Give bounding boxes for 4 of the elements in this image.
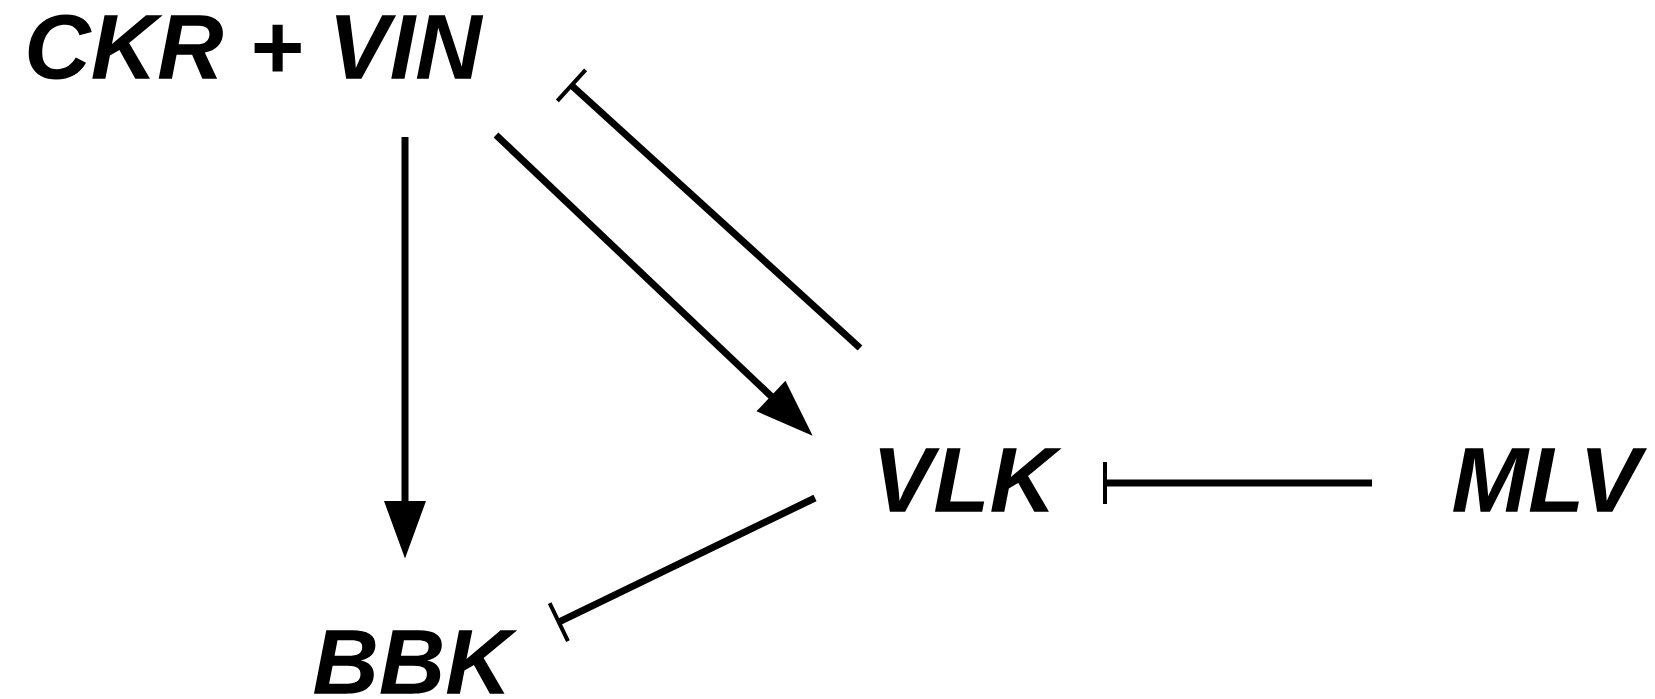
node-label: VLK	[879, 448, 1062, 512]
node-label: MLV	[1453, 448, 1648, 512]
node-label: BBK	[313, 630, 518, 694]
node-label: CKR + VIN	[28, 14, 484, 80]
